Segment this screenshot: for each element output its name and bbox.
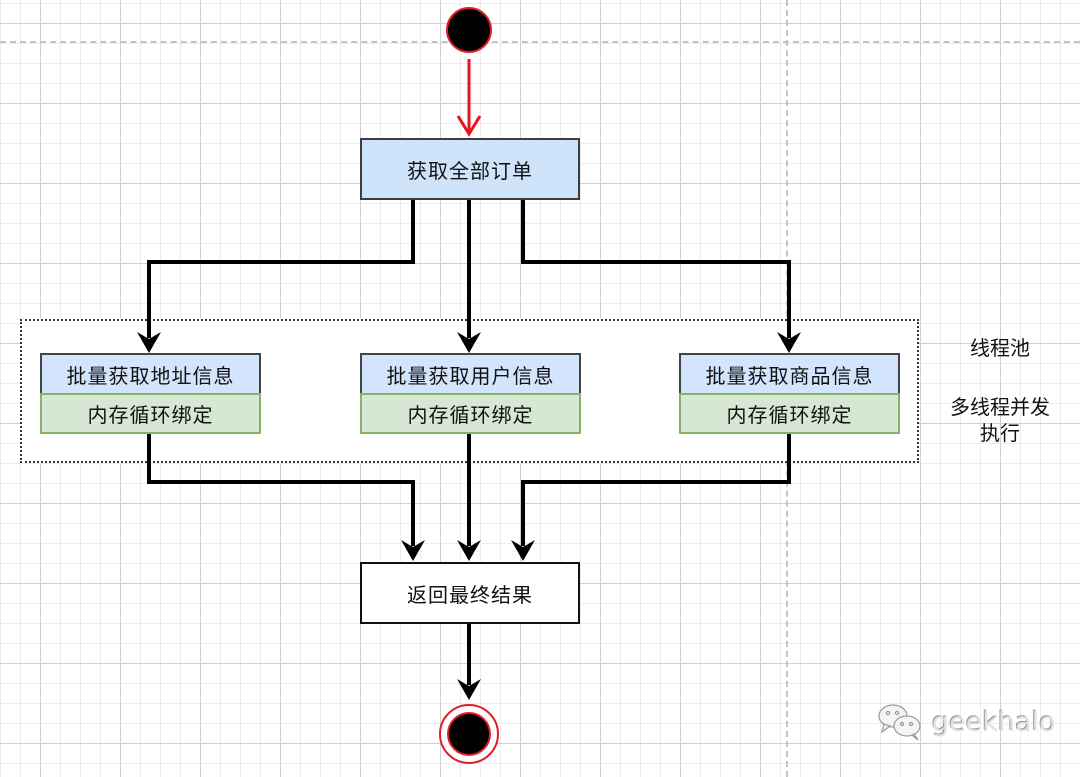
edge-fetch-orders-to-fetch-address[interactable] [137,199,415,353]
wechat-icon [878,704,921,741]
start-node[interactable] [446,7,492,53]
node-sub-label: 内存循环绑定 [87,403,214,427]
edge-fetch-product-to-return-result[interactable] [511,433,791,561]
node-label: 返回最终结果 [407,582,533,607]
watermark: geekhalo [876,702,1056,742]
node-fetch-user-body[interactable]: 内存循环绑定 [360,393,581,434]
watermark-text: geekhalo [932,706,1056,738]
node-label: 批量获取商品信息 [705,364,874,388]
pool-title-label[interactable]: 线程池 [970,336,1030,360]
node-label: 批量获取地址信息 [66,364,235,388]
pool-note-line-1: 多线程并发 [950,395,1050,419]
node-label: 获取全部订单 [407,158,533,183]
edge-fetch-orders-to-fetch-product[interactable] [521,199,801,353]
node-label: 批量获取用户信息 [386,364,555,388]
node-fetch-user-header[interactable]: 批量获取用户信息 [360,353,581,394]
edge-fetch-user-to-return-result[interactable] [457,433,481,561]
edge-fetch-address-to-return-result[interactable] [147,433,425,561]
edge-return-result-to-end[interactable] [457,623,481,700]
end-node[interactable] [439,704,499,764]
edge-start-to-fetch-orders[interactable] [456,59,482,137]
pool-note-line-2: 执行 [980,421,1020,445]
node-fetch-all-orders[interactable]: 获取全部订单 [360,138,580,200]
node-fetch-product-body[interactable]: 内存循环绑定 [679,393,900,434]
pool-note-label[interactable]: 多线程并发 执行 [930,394,1070,446]
page-break-guide-horizontal [0,41,1080,43]
node-sub-label: 内存循环绑定 [407,403,534,427]
node-fetch-product-header[interactable]: 批量获取商品信息 [679,353,900,394]
node-return-final-result[interactable]: 返回最终结果 [360,562,580,624]
node-fetch-address-body[interactable]: 内存循环绑定 [40,393,261,434]
node-fetch-address-header[interactable]: 批量获取地址信息 [40,353,261,394]
node-sub-label: 内存循环绑定 [726,403,853,427]
edge-fetch-orders-to-fetch-user[interactable] [457,199,481,353]
